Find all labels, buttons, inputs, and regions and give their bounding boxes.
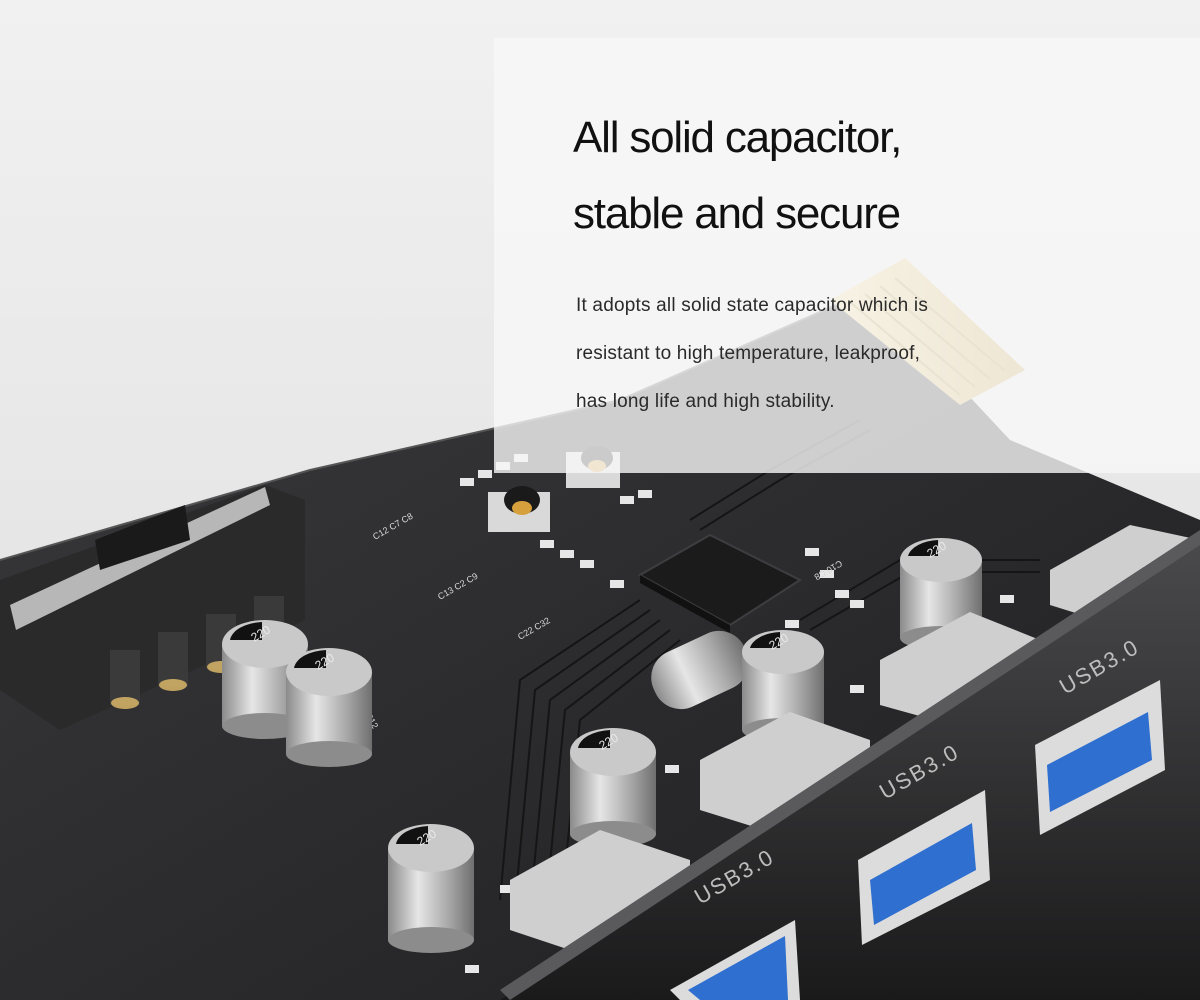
controller-chip (637, 533, 803, 633)
description-line: resistant to high temperature, leakproof… (576, 343, 921, 364)
power-connector (0, 485, 305, 730)
usb-port (1035, 680, 1165, 835)
text-overlay-panel (494, 38, 1200, 473)
capacitor: 220 (570, 728, 656, 847)
crystal-oscillator (651, 630, 749, 710)
pci-bracket: USB3.0 USB3.0 USB3.0 (500, 530, 1200, 1000)
usb-port (858, 790, 990, 945)
capacitor: 220 (286, 648, 372, 767)
feature-headline: All solid capacitor, stable and secure (573, 100, 902, 252)
description-line: It adopts all solid state capacitor whic… (576, 295, 929, 316)
headline-line: stable and secure (573, 189, 901, 238)
feature-description: It adopts all solid state capacitor whic… (576, 282, 928, 426)
headline-line: All solid capacitor, (573, 113, 902, 162)
usb-port (670, 920, 800, 1000)
capacitor: 220 (388, 824, 474, 953)
description-line: has long life and high stability. (576, 391, 835, 412)
